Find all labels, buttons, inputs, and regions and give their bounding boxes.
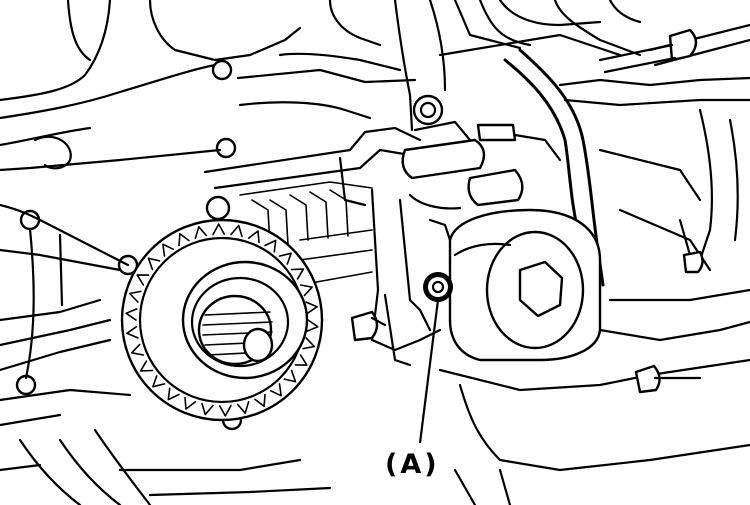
gear-tooth: [125, 308, 138, 321]
gear-tooth: [219, 404, 232, 417]
gear-tooth: [299, 284, 313, 297]
gear-tooth: [162, 243, 174, 257]
center-bracket: [350, 188, 452, 367]
gear-tooth: [128, 290, 142, 303]
gear-tooth: [178, 232, 190, 247]
gear-tooth: [184, 396, 197, 410]
pipes: [438, 28, 704, 287]
callout-label-a: (A): [385, 449, 440, 480]
hex-boss: [448, 208, 602, 362]
gear-tooth: [254, 393, 266, 408]
gear-tooth: [247, 230, 260, 244]
gear-tooth: [212, 223, 225, 236]
gear-tooth: [167, 387, 180, 401]
callout-a: (A): [385, 299, 440, 480]
gear-tooth: [264, 239, 277, 253]
gear-tooth: [270, 383, 282, 397]
splined-shaft: [197, 294, 274, 366]
gear-tooth: [236, 401, 250, 414]
gear-tooth: [201, 402, 214, 416]
upper-housing: [0, 0, 750, 272]
lower-right-body: [438, 288, 750, 505]
gear-tooth: [294, 354, 308, 366]
gear-tooth: [152, 375, 166, 388]
gear-tooth: [278, 252, 292, 265]
gear-tooth: [302, 337, 316, 350]
gear-tooth: [290, 268, 305, 280]
gear-tooth: [283, 369, 297, 383]
gear-tooth: [230, 224, 243, 238]
gear-tooth: [139, 360, 154, 372]
gear-tooth: [147, 257, 161, 271]
upper-bolt: [412, 94, 444, 126]
left-frame: [0, 135, 332, 505]
shaft-gear: [120, 218, 324, 422]
gear-tooth: [126, 326, 139, 339]
gear-tooth: [305, 301, 318, 314]
gear-tooth: [194, 226, 208, 239]
gear-tooth: [131, 343, 145, 356]
gear-tooth: [306, 319, 319, 332]
shift-linkage: [203, 120, 562, 221]
callout-leader-line: [418, 299, 440, 444]
target-bolt: [423, 272, 453, 302]
gear-tooth: [136, 274, 150, 286]
